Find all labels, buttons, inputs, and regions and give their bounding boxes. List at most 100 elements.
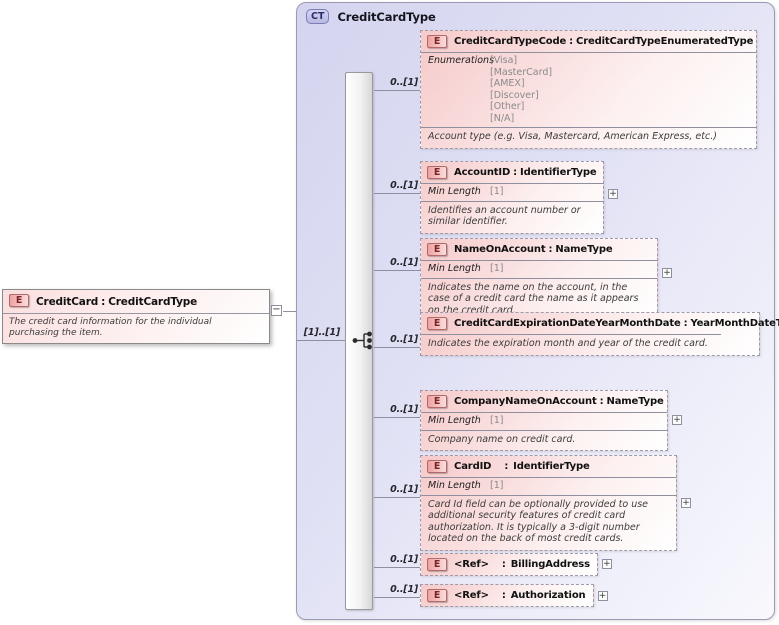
- colon-separator: :: [569, 36, 573, 47]
- cardinality-label: 0..[1]: [390, 554, 418, 565]
- enumeration-value: [Visa]: [490, 55, 518, 66]
- connector-line: [374, 270, 420, 271]
- complex-type-title: CreditCardType: [337, 9, 436, 24]
- element-name: CreditCard: [36, 296, 99, 308]
- facet-value: [1]: [490, 186, 504, 197]
- colon-separator: :: [501, 590, 506, 601]
- cardinality-label: 0..[1]: [390, 484, 418, 495]
- complex-type-badge: CT: [306, 9, 330, 24]
- element-annotation: Company name on credit card.: [428, 433, 576, 445]
- cardinality-label: 0..[1]: [390, 334, 418, 345]
- enumeration-value: [Other]: [490, 101, 525, 112]
- facet-label: Min Length: [428, 480, 481, 491]
- element-name: AccountID: [454, 167, 511, 178]
- expand-button[interactable]: +: [681, 498, 691, 508]
- element-badge: E: [427, 460, 447, 473]
- element-title: E CompanyNameOnAccount:NameType: [421, 391, 667, 412]
- element-type: BillingAddress: [510, 559, 590, 570]
- element-badge: E: [427, 558, 447, 571]
- facet-value: [1]: [490, 480, 504, 491]
- element-type: IdentifierType: [513, 461, 590, 472]
- connector-line: [374, 193, 420, 194]
- colon-separator: :: [504, 461, 509, 472]
- expand-button[interactable]: +: [662, 268, 672, 278]
- cardinality-label: 0..[1]: [390, 257, 418, 268]
- element-name: <Ref>: [454, 559, 489, 570]
- facet-row: Min Length [1]: [421, 412, 667, 431]
- element-box-nameonaccount[interactable]: E NameOnAccount:NameType Min Length [1] …: [420, 238, 672, 322]
- element-box-accountid[interactable]: E AccountID:IdentifierType Min Length [1…: [420, 161, 618, 234]
- element-annotation: Card Id field can be optionally provided…: [428, 498, 649, 545]
- element-title: E CardID: IdentifierType: [421, 456, 676, 477]
- connector-line: [283, 311, 297, 312]
- root-element-box-creditcard[interactable]: E CreditCard:CreditCardType The credit c…: [2, 289, 270, 344]
- element-title: E <Ref>: Authorization: [421, 585, 593, 606]
- connector-line: [374, 497, 420, 498]
- complex-type-header: CT CreditCardType: [306, 9, 436, 24]
- colon-separator: :: [101, 296, 106, 308]
- element-box-creditcardtypecode[interactable]: E CreditCardTypeCode:CreditCardTypeEnume…: [420, 30, 757, 149]
- element-box-ref-authorization[interactable]: E <Ref>: Authorization +: [420, 584, 608, 607]
- facet-label: Min Length: [428, 263, 481, 274]
- facet-label: Enumerations: [428, 55, 495, 66]
- element-type: Authorization: [510, 590, 586, 601]
- expand-button[interactable]: +: [597, 591, 608, 601]
- connector-line: [297, 340, 345, 341]
- enumeration-value: [N/A]: [490, 112, 515, 124]
- element-annotation: Indicates the expiration month and year …: [421, 334, 721, 355]
- root-element-annotation: The credit card information for the indi…: [3, 313, 269, 343]
- element-badge: E: [427, 35, 447, 48]
- collapse-toggle[interactable]: −: [271, 304, 282, 316]
- element-type: CreditCardType: [108, 296, 198, 308]
- element-name: CardID: [454, 461, 492, 472]
- facet-value: [1]: [490, 415, 504, 426]
- enumerations-row: Enumerations [Visa] [MasterCard] [AMEX] …: [421, 52, 756, 128]
- element-annotation: Indicates the name on the account, in th…: [428, 281, 639, 316]
- expand-button[interactable]: +: [608, 189, 618, 199]
- element-badge: E: [427, 589, 447, 602]
- facet-row: Min Length [1]: [421, 477, 676, 496]
- element-name: <Ref>: [454, 590, 489, 601]
- colon-separator: :: [513, 167, 518, 178]
- facet-value: [1]: [490, 263, 504, 274]
- element-badge: E: [427, 243, 447, 256]
- root-element-title: E CreditCard:CreditCardType: [3, 290, 269, 313]
- facet-label: Min Length: [428, 186, 481, 197]
- cardinality-label: 0..[1]: [390, 180, 418, 191]
- facet-row: Min Length [1]: [421, 183, 603, 202]
- element-annotation: Account type (e.g. Visa, Mastercard, Ame…: [428, 131, 717, 142]
- sequence-icon[interactable]: [351, 330, 378, 351]
- expand-button[interactable]: +: [672, 415, 682, 425]
- element-title: E AccountID:IdentifierType: [421, 162, 603, 183]
- element-type: NameType: [606, 396, 664, 407]
- element-title: E CreditCardExpirationDateYearMonthDate:…: [421, 313, 779, 334]
- colon-separator: :: [501, 559, 506, 570]
- element-box-ref-billingaddress[interactable]: E <Ref>: BillingAddress +: [420, 553, 612, 576]
- connector-line: [374, 347, 420, 348]
- element-type: YearMonthDateType: [690, 318, 779, 329]
- element-name: CompanyNameOnAccount: [454, 396, 597, 407]
- enumeration-value: [AMEX]: [490, 78, 525, 89]
- enumeration-value: [Discover]: [490, 89, 539, 101]
- element-type: CreditCardTypeEnumeratedType: [576, 36, 754, 47]
- element-badge: E: [9, 294, 29, 307]
- element-box-companynameonaccount[interactable]: E CompanyNameOnAccount:NameType Min Leng…: [420, 390, 682, 451]
- element-badge: E: [427, 166, 447, 179]
- element-title: E <Ref>: BillingAddress: [421, 554, 597, 575]
- element-name: CreditCardExpirationDateYearMonthDate: [454, 318, 681, 329]
- element-badge: E: [427, 395, 447, 408]
- connector-line: [374, 90, 420, 91]
- facet-label: Min Length: [428, 415, 481, 426]
- enumeration-values: [Visa] [MasterCard] [AMEX] [Discover] [O…: [490, 55, 552, 124]
- expand-button[interactable]: +: [601, 559, 612, 569]
- cardinality-label: 0..[1]: [390, 584, 418, 595]
- connector-line: [374, 567, 420, 568]
- connector-line: [374, 597, 420, 598]
- element-title: E CreditCardTypeCode:CreditCardTypeEnume…: [421, 31, 756, 52]
- colon-separator: :: [599, 396, 604, 407]
- element-title: E NameOnAccount:NameType: [421, 239, 657, 260]
- element-box-creditcardexpirationdate[interactable]: E CreditCardExpirationDateYearMonthDate:…: [420, 312, 779, 356]
- cardinality-label-sequence: [1]..[1]: [303, 327, 340, 338]
- element-box-cardid[interactable]: E CardID: IdentifierType Min Length [1] C…: [420, 455, 691, 551]
